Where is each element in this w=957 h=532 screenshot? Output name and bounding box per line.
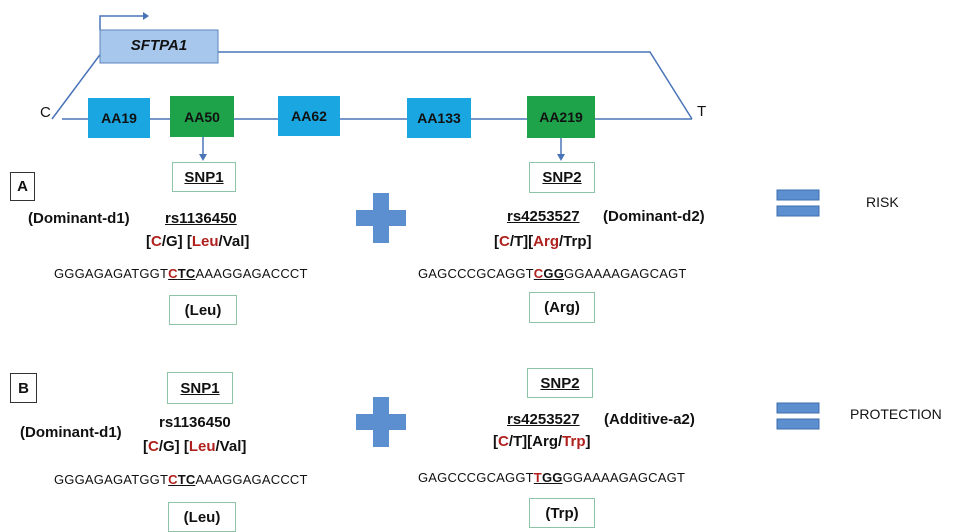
seq-pre: GAGCCCGCAGGT xyxy=(418,266,534,281)
snp1-rsid: rs1136450 xyxy=(159,414,231,431)
panel-a-label: A xyxy=(10,172,35,201)
gene-box xyxy=(99,29,219,64)
risk-amino-acid: Arg xyxy=(533,233,560,250)
snp1-residue: (Leu) xyxy=(184,301,222,319)
seq-mutation: C xyxy=(533,266,544,281)
snp2-alleles: [C/T][Arg/Trp] xyxy=(493,433,591,450)
outcome-protection: PROTECTION xyxy=(850,406,942,422)
seq-post: AAAGGAGACCCT xyxy=(195,266,308,281)
snp1-sequence: GGGAGAGATGGTCTCAAAGGAGACCCT xyxy=(54,472,308,487)
snp1-residue-box: (Leu) xyxy=(169,295,237,325)
seq-post: GGAAAAGAGCAGT xyxy=(562,470,686,485)
snp2-alleles: [C/T][Arg/Trp] xyxy=(494,233,592,250)
equals-icon-b xyxy=(776,402,820,430)
snp2-title: SNP2 xyxy=(542,169,582,186)
exon-aa133: AA133 xyxy=(407,98,471,138)
outcome-risk: RISK xyxy=(866,194,899,210)
exon-label: AA219 xyxy=(539,109,583,125)
snp1-alleles: [C/G] [Leu/Val] xyxy=(143,438,246,455)
snp2-residue: (Arg) xyxy=(544,299,580,316)
bracket-open: [ xyxy=(146,233,151,250)
arrow-head-icon xyxy=(143,12,149,20)
snp1-box: SNP1 xyxy=(172,162,236,192)
risk-allele: C xyxy=(498,433,509,450)
allele-mid: /T][Arg/ xyxy=(508,433,563,450)
seq-codon-rest: TC xyxy=(177,266,196,281)
snp2-title: SNP2 xyxy=(540,374,580,392)
exon-aa62: AA62 xyxy=(278,96,340,136)
snp1-title: SNP1 xyxy=(184,168,224,186)
snp2-residue: (Trp) xyxy=(545,504,579,522)
snp2-model: (Dominant-d2) xyxy=(603,208,705,225)
exon-label: AA50 xyxy=(184,108,220,125)
snp1-model: (Dominant-d1) xyxy=(20,424,122,441)
exon-label: AA62 xyxy=(291,108,327,124)
snp1-model: (Dominant-d1) xyxy=(28,210,130,227)
gene-outline xyxy=(51,51,693,120)
bracket-close: ] xyxy=(585,433,591,450)
snp2-box: SNP2 xyxy=(527,368,593,398)
snp2-box: SNP2 xyxy=(529,162,595,193)
snp2-rsid: rs4253527 xyxy=(507,208,580,225)
equals-icon-a xyxy=(776,189,820,217)
seq-pre: GGGAGAGATGGT xyxy=(54,266,169,281)
snp1-residue: (Leu) xyxy=(183,508,221,526)
snp2-residue-box: (Arg) xyxy=(529,292,595,323)
amino-acid-rest: /Val] xyxy=(215,438,247,455)
snp2-sequence: GAGCCCGCAGGTCGGGGAAAAGAGCAGT xyxy=(418,266,687,281)
exon-label: AA133 xyxy=(417,110,461,126)
transcription-start-arrow xyxy=(99,15,143,30)
snp2-pointer-head-icon xyxy=(557,154,565,161)
exon-aa219: AA219 xyxy=(527,96,595,138)
bracket-open: [ xyxy=(143,438,148,455)
snp1-title: SNP1 xyxy=(180,379,220,397)
risk-amino-acid: Leu xyxy=(191,233,219,250)
seq-pre: GAGCCCGCAGGT xyxy=(418,470,534,485)
bracket-open: [ xyxy=(493,433,498,450)
snp1-alleles: [C/G] [Leu/Val] xyxy=(146,233,249,250)
seq-post: AAAGGAGACCCT xyxy=(195,472,308,487)
seq-mutation: C xyxy=(168,472,178,487)
allele-rest: /G] [ xyxy=(158,438,189,455)
snp2-model: (Additive-a2) xyxy=(604,411,695,428)
allele-rest: /G] [ xyxy=(161,233,192,250)
seq-mutation: T xyxy=(533,470,542,485)
risk-allele: C xyxy=(151,233,162,250)
plus-icon-a xyxy=(356,193,406,243)
amino-acid-rest: /Trp] xyxy=(559,233,592,250)
seq-post: GGAAAAGAGCAGT xyxy=(564,266,687,281)
snp2-sequence: GAGCCCGCAGGTTGGGGAAAAGAGCAGT xyxy=(418,470,685,485)
gene-right-end: T xyxy=(697,103,707,120)
gene-name: SFTPA1 xyxy=(130,37,188,54)
gene-left-end: C xyxy=(40,104,51,121)
seq-codon-rest: GG xyxy=(541,470,563,485)
risk-allele: C xyxy=(499,233,510,250)
snp1-rsid: rs1136450 xyxy=(165,210,237,227)
exon-aa19: AA19 xyxy=(88,98,150,138)
seq-pre: GGGAGAGATGGT xyxy=(54,472,169,487)
snp1-pointer-head-icon xyxy=(199,154,207,161)
seq-mutation: C xyxy=(168,266,178,281)
bracket-open: [ xyxy=(494,233,499,250)
risk-allele: C xyxy=(148,438,159,455)
panel-b-label: B xyxy=(10,373,37,403)
snp2-residue-box: (Trp) xyxy=(529,498,595,528)
amino-acid-rest: /Val] xyxy=(218,233,250,250)
seq-codon-rest: TC xyxy=(177,472,196,487)
allele-mid: /T][ xyxy=(509,233,534,250)
snp1-box: SNP1 xyxy=(167,372,233,404)
protective-amino-acid: Trp xyxy=(562,433,586,450)
exon-aa50: AA50 xyxy=(170,96,234,137)
risk-amino-acid: Leu xyxy=(188,438,216,455)
snp1-sequence: GGGAGAGATGGTCTCAAAGGAGACCCT xyxy=(54,266,308,281)
exon-label: AA19 xyxy=(101,110,137,126)
seq-codon-rest: GG xyxy=(543,266,565,281)
plus-icon-b xyxy=(356,397,406,447)
snp2-rsid: rs4253527 xyxy=(507,411,580,428)
